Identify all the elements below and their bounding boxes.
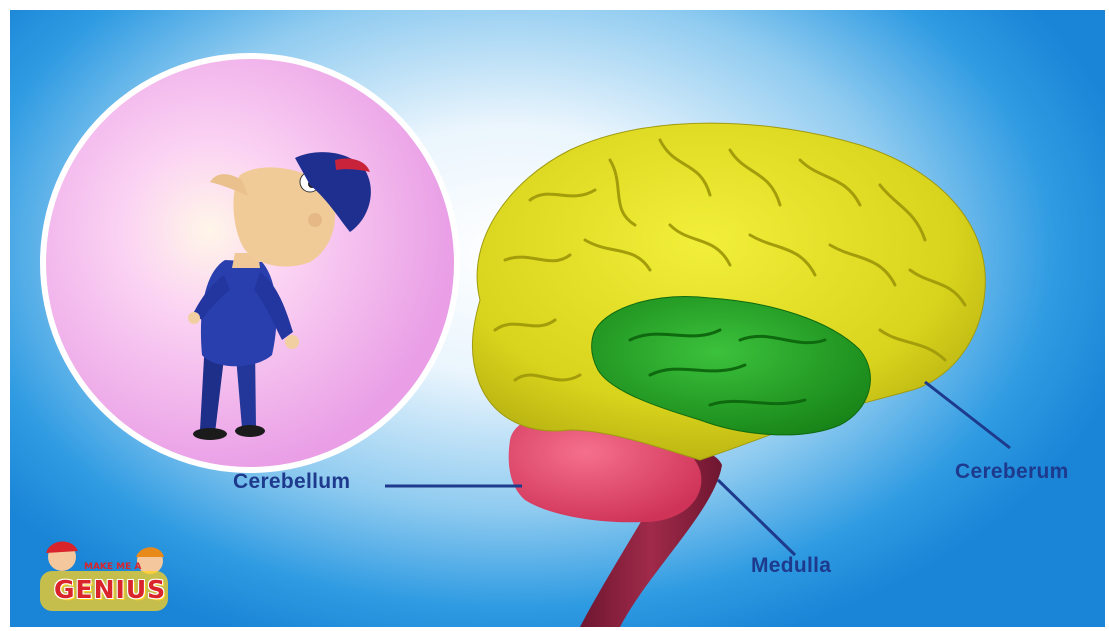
brand-logo: MAKE ME A GENIUS: [32, 535, 177, 617]
diagram-stage: Cerebellum Medulla Cereberum MAKE ME A G…: [10, 10, 1105, 627]
character-shoe-right: [235, 425, 265, 437]
character-coat: [201, 260, 277, 366]
character-shoe-left: [193, 428, 227, 440]
medulla-label: Medulla: [751, 554, 831, 578]
character-hand-left: [188, 312, 200, 324]
medulla-leader-line: [718, 480, 795, 555]
cerebrum-label: Cereberum: [955, 460, 1069, 484]
cerebellum-label: Cerebellum: [233, 470, 350, 494]
logo-tagline: MAKE ME A: [84, 562, 141, 572]
character-hand: [285, 335, 299, 349]
logo-wordmark: GENIUS: [54, 575, 166, 604]
character-ear: [308, 213, 322, 227]
cerebrum-leader-line: [925, 382, 1010, 448]
